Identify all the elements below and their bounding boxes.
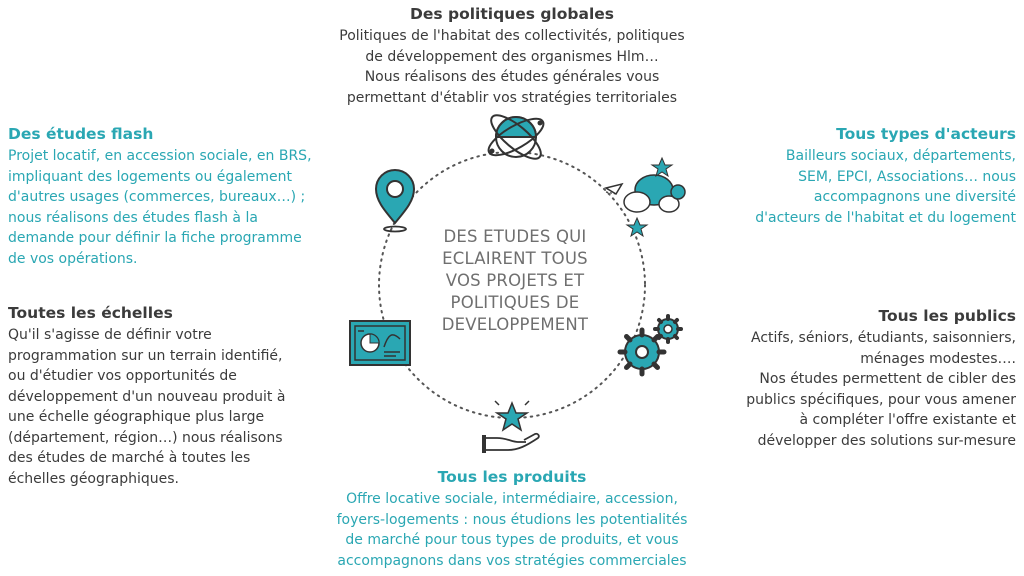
section-text-line: publics spécifiques, pour vous amener [746,391,1016,408]
section-title: Des études flash [8,125,154,143]
section-text-line: de marché pour tous types de produits, e… [345,532,679,548]
section-text-line: Actifs, séniors, étudiants, saisonniers, [751,330,1016,346]
section-title: Tous les publics [878,307,1016,325]
section-produits: Tous les produits Offre locative sociale… [297,467,727,571]
section-text-line: demande pour définir la fiche programme [8,230,302,246]
center-line: DEVELOPPEMENT [441,315,589,334]
section-text-line: Nos études permettent de cibler des [759,371,1016,387]
dashboard-chart-icon [349,320,411,366]
section-text-line: d'autres usages (commerces, bureaux…) ; [8,189,306,205]
section-publics: Tous les publics Actifs, séniors, étudia… [696,306,1016,451]
center-title: DES ETUDES QUI ECLAIRENT TOUS VOS PROJET… [405,226,625,336]
section-text-line: nous réalisons des études flash à la [8,209,258,226]
section-politiques: Des politiques globales Politiques de l'… [312,4,712,108]
section-title: Tous les produits [437,468,587,486]
section-title: Tous types d'acteurs [836,125,1016,143]
section-text-line: (département, région…) nous réalisons [8,429,283,446]
section-text-line: de développement des organismes Hlm… [365,48,659,65]
section-text-line: échelles géographiques. [8,470,179,487]
globe-orbit-icon [487,114,545,160]
section-text-line: Nous réalisons des études générales vous [364,69,660,85]
section-text-line: programmation sur un terrain identifié, [8,347,283,364]
section-flash: Des études flash Projet locatif, en acce… [8,124,353,269]
section-text-line: une échelle géographique plus large [8,409,265,425]
gears-icon [617,314,683,377]
section-text-line: accompagnons dans vos stratégies commerc… [337,552,687,569]
center-line: POLITIQUES DE [450,293,580,312]
center-line: VOS PROJETS ET [445,271,585,290]
center-line: ECLAIRENT TOUS [442,249,588,268]
section-acteurs: Tous types d'acteurs Bailleurs sociaux, … [690,124,1016,228]
center-line: DES ETUDES QUI [443,227,587,246]
speech-bubbles-icon [604,156,686,238]
section-text-line: Bailleurs sociaux, départements, [785,148,1016,164]
section-text-line: développer des solutions sur-mesure [757,432,1016,449]
section-text-line: Politiques de l'habitat des collectivité… [339,28,685,44]
section-text-line: impliquant des logements ou également [8,168,292,185]
section-text-line: à compléter l'offre existante et [799,412,1016,428]
section-text-line: développement d'un nouveau produit à [8,388,286,405]
section-text-line: SEM, EPCI, Associations… nous [798,168,1016,185]
section-title: Des politiques globales [409,5,615,23]
section-echelles: Toutes les échelles Qu'il s'agisse de dé… [8,303,328,489]
section-text-line: d'acteurs de l'habitat et du logement [755,209,1016,226]
section-text-line: Offre locative sociale, intermédiaire, a… [346,491,678,507]
section-text-line: Qu'il s'agisse de définir votre [8,327,212,343]
section-text-line: ou d'étudier vos opportunités de [8,368,237,384]
hand-star-icon [482,400,540,453]
section-text-line: de vos opérations. [8,250,138,267]
section-text-line: foyers-logements : nous étudions les pot… [336,511,688,528]
section-text-line: des études de marché à toutes les [8,450,251,466]
section-text-line: ménages modestes…. [860,350,1016,367]
map-pin-icon [374,169,416,233]
section-text-line: accompagnons une diversité [813,189,1016,205]
section-title: Toutes les échelles [8,304,173,322]
section-text-line: permettant d'établir vos stratégies terr… [346,89,678,106]
section-text-line: Projet locatif, en accession sociale, en… [8,148,312,164]
